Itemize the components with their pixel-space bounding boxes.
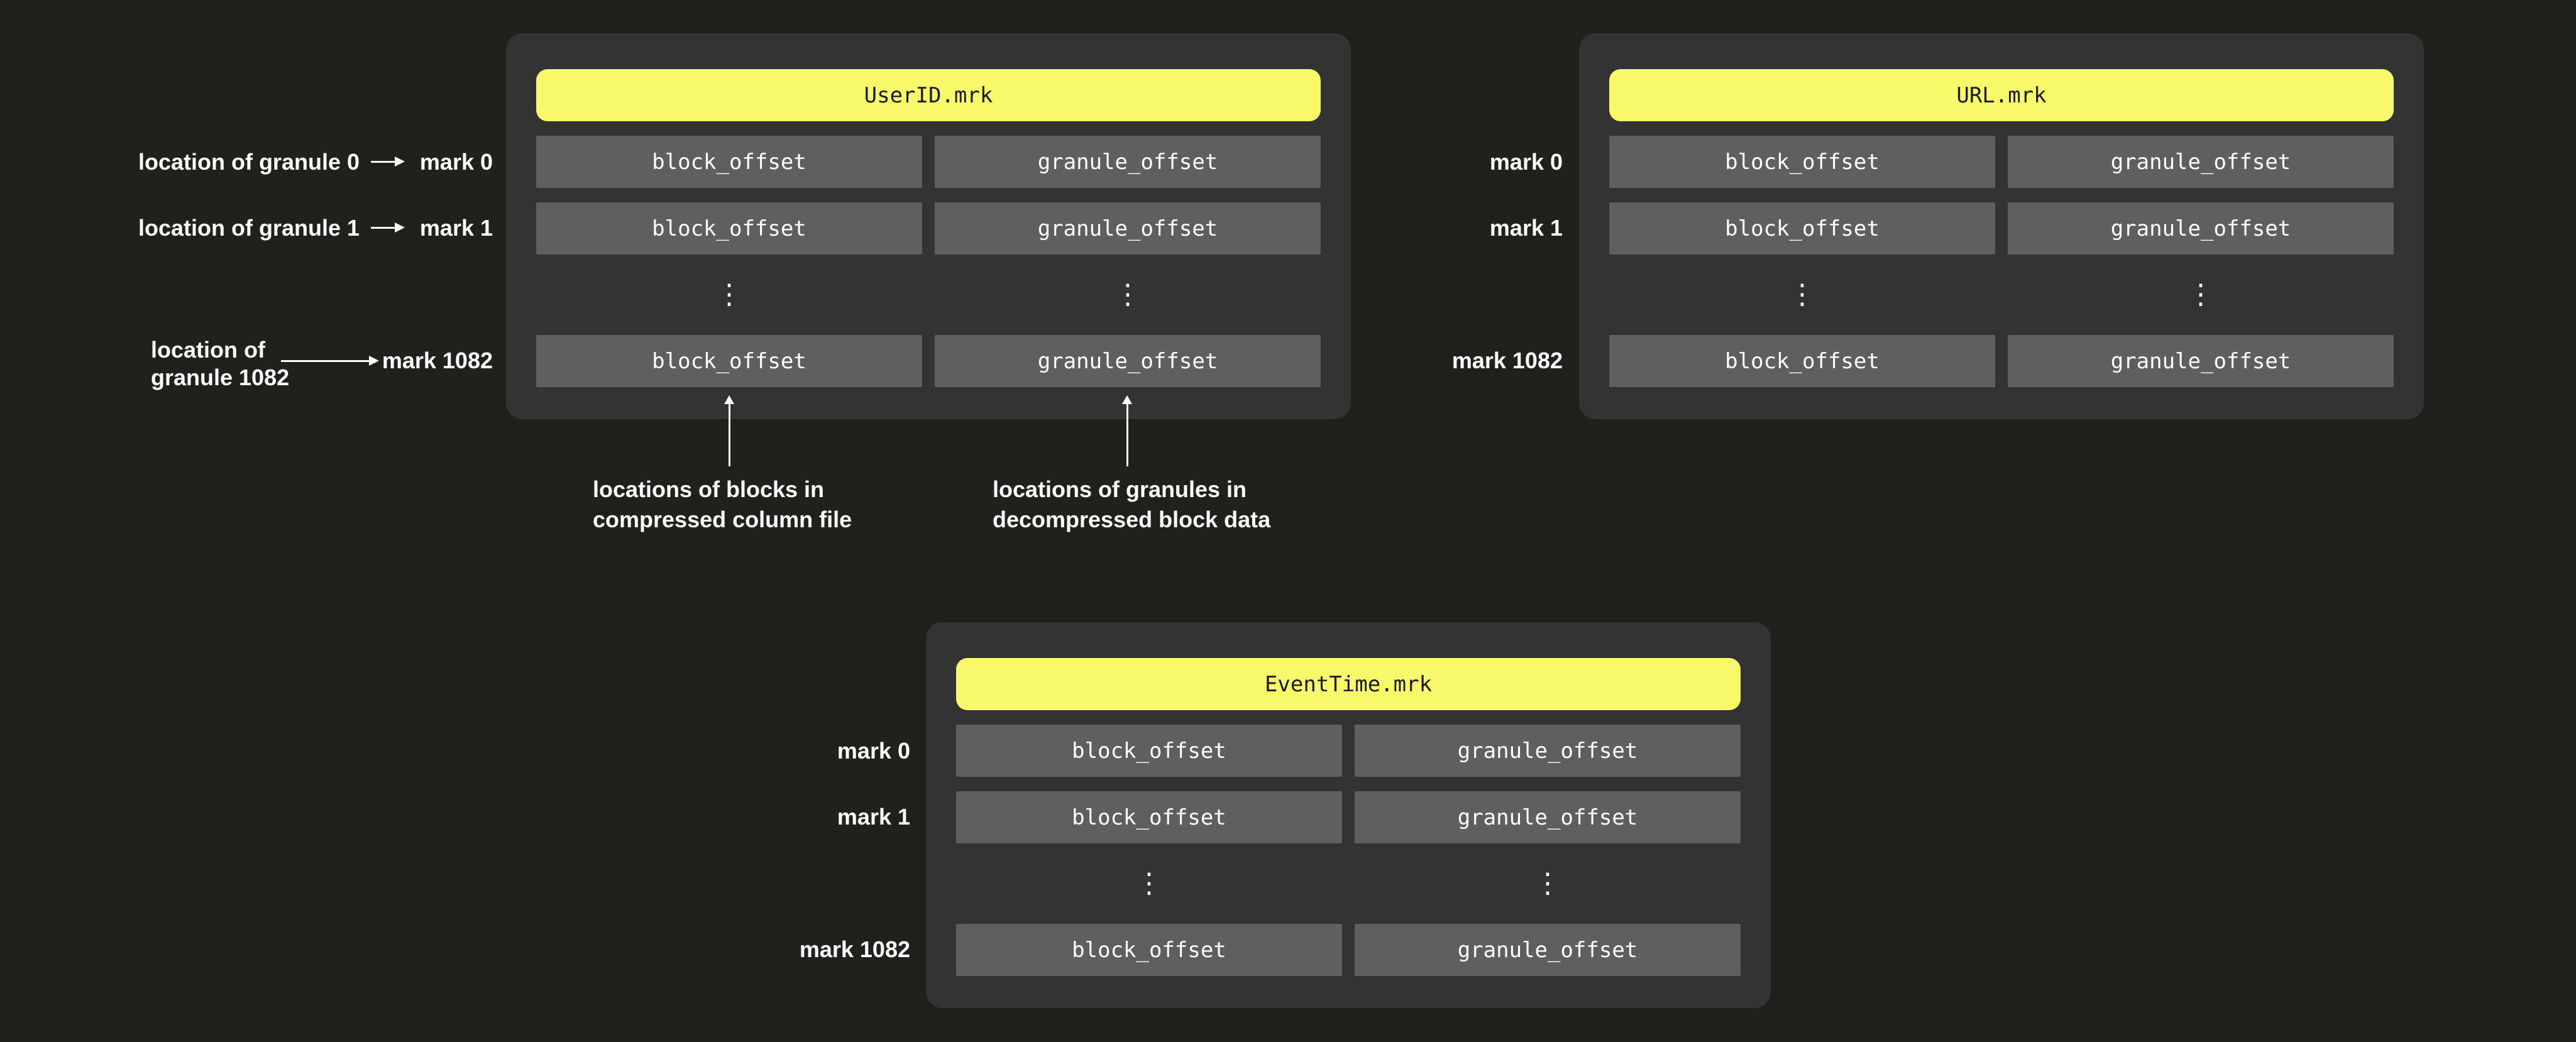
blocks-note-line2: compressed column file xyxy=(593,507,852,532)
block-offset-cell: block_offset xyxy=(956,725,1342,777)
userid-mark-1-label: mark 1 xyxy=(419,215,493,241)
url-mark-1-row: block_offset granule_offset xyxy=(1609,202,2394,255)
arrow-right-icon xyxy=(281,356,379,366)
arrow-right-icon xyxy=(371,156,405,167)
eventtime-mark-1-label: mark 1 xyxy=(837,804,910,830)
arrow-up-icon xyxy=(1122,395,1132,466)
block-offset-cell: block_offset xyxy=(956,924,1342,976)
vertical-ellipsis-icon: ⋮ xyxy=(1788,278,1816,310)
block-offset-cell: block_offset xyxy=(1609,335,1995,387)
granule-offset-cell: granule_offset xyxy=(935,136,1321,188)
block-offset-cell: block_offset xyxy=(1609,202,1995,255)
granules-note-line1: locations of granules in xyxy=(993,476,1247,502)
url-mrk-title: URL.mrk xyxy=(1609,69,2394,121)
eventtime-ellipsis-row: ⋮ ⋮ xyxy=(956,843,1741,924)
userid-mrk-title: UserID.mrk xyxy=(536,69,1321,121)
location-of-granule-1-label: location of granule 1 xyxy=(138,215,360,241)
userid-mark-1082-label: mark 1082 xyxy=(382,348,493,373)
url-mark-1082-row: block_offset granule_offset xyxy=(1609,335,2394,387)
vertical-ellipsis-icon: ⋮ xyxy=(1135,867,1163,899)
url-mark-0-row: block_offset granule_offset xyxy=(1609,136,2394,188)
block-offset-cell: block_offset xyxy=(536,202,922,255)
location-of-granule-1082-line2: granule 1082 xyxy=(151,365,290,390)
block-offset-cell: block_offset xyxy=(1609,136,1995,188)
eventtime-mrk-title: EventTime.mrk xyxy=(956,658,1741,710)
vertical-ellipsis-icon: ⋮ xyxy=(2187,278,2215,310)
userid-mark-0-row: block_offset granule_offset xyxy=(536,136,1321,188)
granule-offset-cell: granule_offset xyxy=(2008,335,2394,387)
granule-offset-cell: granule_offset xyxy=(1355,924,1741,976)
userid-mrk-panel: UserID.mrk block_offset granule_offset b… xyxy=(506,33,1351,419)
userid-mark-0-label: mark 0 xyxy=(419,149,493,175)
eventtime-mark-1082-row: block_offset granule_offset xyxy=(956,924,1741,976)
granule-offset-cell: granule_offset xyxy=(2008,136,2394,188)
eventtime-mark-0-label: mark 0 xyxy=(837,738,910,764)
url-ellipsis-row: ⋮ ⋮ xyxy=(1609,255,2394,335)
url-mark-1082-label: mark 1082 xyxy=(1451,348,1563,373)
url-mrk-panel: URL.mrk block_offset granule_offset bloc… xyxy=(1579,33,2424,419)
granule-offset-cell: granule_offset xyxy=(2008,202,2394,255)
vertical-ellipsis-icon: ⋮ xyxy=(715,278,743,310)
url-mark-1-label: mark 1 xyxy=(1489,215,1563,241)
location-of-granule-1082-line1: location of xyxy=(151,337,265,363)
location-of-granule-1082-label: location of granule 1082 xyxy=(151,336,289,392)
eventtime-mark-1082-label: mark 1082 xyxy=(799,936,910,962)
vertical-ellipsis-icon: ⋮ xyxy=(1114,278,1142,310)
eventtime-mark-1-row: block_offset granule_offset xyxy=(956,791,1741,843)
granules-note: locations of granules in decompressed bl… xyxy=(993,474,1270,535)
userid-mark-1082-row: block_offset granule_offset xyxy=(536,335,1321,387)
granule-offset-cell: granule_offset xyxy=(935,335,1321,387)
url-mark-0-label: mark 0 xyxy=(1489,149,1563,175)
arrow-up-icon xyxy=(724,395,734,466)
block-offset-cell: block_offset xyxy=(536,136,922,188)
userid-ellipsis-row: ⋮ ⋮ xyxy=(536,255,1321,335)
userid-mark-1-row: block_offset granule_offset xyxy=(536,202,1321,255)
block-offset-cell: block_offset xyxy=(956,791,1342,843)
granule-offset-cell: granule_offset xyxy=(1355,791,1741,843)
granules-note-line2: decompressed block data xyxy=(993,507,1271,532)
eventtime-mark-0-row: block_offset granule_offset xyxy=(956,725,1741,777)
block-offset-cell: block_offset xyxy=(536,335,922,387)
blocks-note: locations of blocks in compressed column… xyxy=(593,474,852,535)
blocks-note-line1: locations of blocks in xyxy=(593,476,825,502)
granule-offset-cell: granule_offset xyxy=(935,202,1321,255)
location-of-granule-0-label: location of granule 0 xyxy=(138,149,360,175)
arrow-right-icon xyxy=(371,222,405,233)
granule-offset-cell: granule_offset xyxy=(1355,725,1741,777)
eventtime-mrk-panel: EventTime.mrk block_offset granule_offse… xyxy=(926,622,1771,1008)
vertical-ellipsis-icon: ⋮ xyxy=(1534,867,1561,899)
